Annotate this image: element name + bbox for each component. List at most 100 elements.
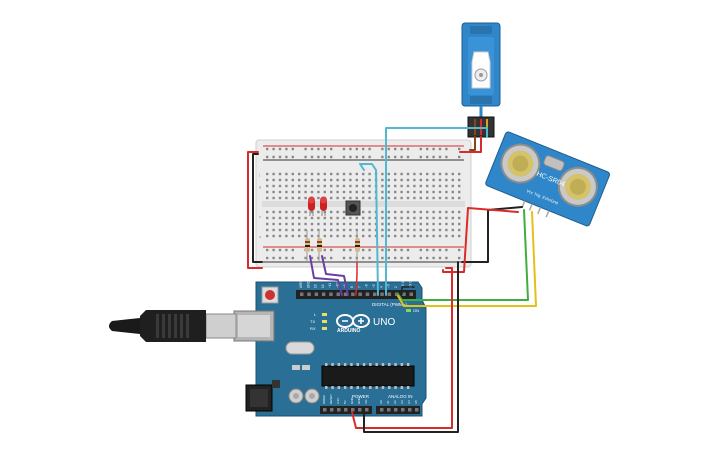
digital-pin[interactable] (409, 292, 414, 297)
wire-servo-power (459, 136, 482, 153)
analog-pin[interactable] (401, 408, 405, 412)
power-pin[interactable] (323, 408, 327, 412)
digital-header-pins[interactable] (300, 292, 414, 297)
analog-pin[interactable] (394, 408, 398, 412)
sensor-pin-echo: Echo (542, 195, 553, 203)
digital-pin[interactable] (358, 292, 362, 297)
led-rx-indicator (322, 327, 327, 330)
digital-pin[interactable] (351, 292, 355, 297)
digital-pin[interactable] (329, 292, 333, 297)
breadboard[interactable]: j g e a (255, 139, 472, 268)
wires[interactable] (247, 127, 537, 433)
digital-pin-label: ~5 (372, 284, 376, 288)
pushbutton[interactable] (345, 200, 361, 216)
row-label-j: j (258, 172, 260, 177)
analog-pin-label: A5 (414, 400, 418, 404)
led-1[interactable] (308, 196, 315, 217)
resistor-3[interactable] (355, 230, 360, 262)
digital-pin[interactable] (380, 292, 384, 297)
analog-pin-label: A3 (400, 400, 404, 404)
digital-pin-label: 4 (379, 286, 383, 288)
resistor-1[interactable] (305, 230, 310, 262)
power-pin[interactable] (351, 408, 355, 412)
analog-pin-label: A1 (386, 400, 390, 404)
led-rx-label: RX (310, 326, 316, 331)
power-pin-label: 3.3V (336, 398, 340, 404)
board-model-label: UNO (373, 317, 395, 328)
digital-pin-label: 12 (321, 284, 325, 288)
digital-pin-label: ~3 (387, 284, 391, 288)
power-header-pins[interactable] (323, 408, 369, 412)
ultrasonic-sensor[interactable]: HC-SR04 Vcc Trig Echo Gnd (482, 131, 611, 233)
wire-led2 (321, 255, 349, 296)
power-pin-label: RESET (329, 394, 333, 404)
wire-5v (351, 267, 453, 429)
digital-pin[interactable] (365, 292, 370, 297)
digital-pin[interactable] (394, 292, 399, 297)
led-on-indicator (406, 309, 411, 312)
digital-pin-label: 7 (357, 286, 361, 288)
digital-pin[interactable] (300, 292, 304, 297)
wire-left-black (252, 153, 263, 263)
digital-header-label: DIGITAL (PWM~) (372, 302, 407, 307)
analog-pin[interactable] (387, 408, 391, 412)
analog-pin-label: A4 (407, 400, 411, 404)
digital-pin[interactable] (373, 292, 377, 297)
wire-sensor-ground (461, 206, 523, 263)
resistor-2[interactable] (317, 230, 322, 262)
arduino-logo (336, 314, 370, 328)
wire-servo-ground (469, 136, 476, 151)
sensor-transducer-right (557, 166, 598, 207)
wire-left-red (247, 151, 263, 269)
wire-sensor-trig (397, 209, 529, 301)
digital-pin[interactable] (387, 292, 392, 297)
servo-motor[interactable] (461, 22, 501, 138)
sensor-pin-gnd: Gnd (550, 198, 559, 205)
wire-resistor3 (355, 261, 358, 296)
digital-pin-label: GND (306, 280, 310, 288)
power-pin-label: 5V (343, 400, 347, 404)
digital-pin-label: TX 1 (401, 281, 405, 288)
digital-pin[interactable] (343, 292, 348, 297)
power-pin[interactable] (358, 408, 362, 412)
row-label-e: e (259, 214, 262, 219)
digital-pin[interactable] (336, 292, 341, 297)
reset-button[interactable] (261, 286, 279, 304)
digital-pin[interactable] (402, 292, 406, 297)
power-pin-label: Vin (364, 399, 368, 404)
sensor-transducer-left (500, 143, 541, 184)
power-pin[interactable] (365, 408, 369, 412)
digital-pin-label: ~9 (343, 284, 347, 288)
power-pin[interactable] (344, 408, 348, 412)
digital-pin-label: ~6 (365, 284, 369, 288)
analog-header-pins[interactable] (380, 408, 419, 412)
led-tx-indicator (322, 320, 327, 323)
led-2[interactable] (320, 196, 327, 217)
led-l-label: L (314, 312, 317, 317)
digital-pin[interactable] (321, 292, 326, 297)
digital-pin-label: ~11 (328, 283, 332, 288)
analog-header-label: ANALOG IN (388, 394, 413, 399)
analog-pin-label: A0 (379, 400, 383, 404)
power-pin[interactable] (330, 408, 334, 412)
analog-pin[interactable] (380, 408, 384, 412)
power-pin[interactable] (337, 408, 341, 412)
wire-sensor-echo (397, 211, 537, 307)
analog-pin[interactable] (415, 408, 419, 412)
digital-pin-label: ~10 (336, 282, 340, 288)
usb-cable[interactable] (109, 310, 237, 342)
power-pin-label: GND (350, 397, 354, 405)
wire-gnd-short (401, 286, 415, 295)
analog-pin[interactable] (408, 408, 412, 412)
digital-pin[interactable] (314, 292, 319, 297)
microcontroller-chip-pins (325, 363, 410, 389)
wire-sensor-vcc (442, 207, 519, 273)
digital-pin[interactable] (307, 292, 311, 297)
arduino-logo-text: ARDUINO (337, 328, 360, 334)
power-header-label: POWER (352, 394, 370, 399)
row-label-a: a (259, 234, 262, 239)
sensor-pin-trig: Trig (533, 191, 541, 198)
